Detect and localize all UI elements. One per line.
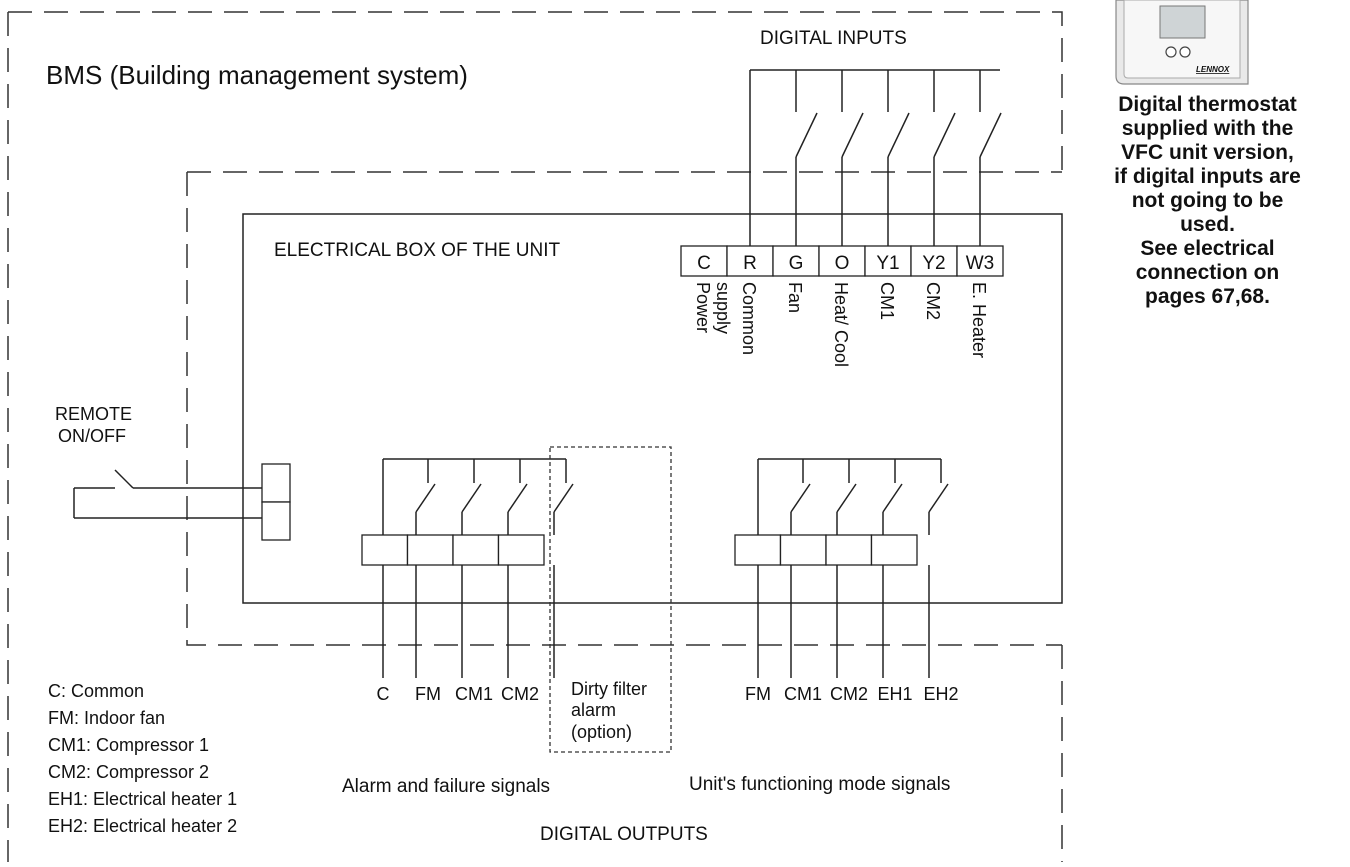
relay-box xyxy=(825,534,873,566)
remote-switch xyxy=(73,463,291,541)
thermostat-note: Digital thermostat supplied with the VFC… xyxy=(1075,93,1340,309)
bms-boundary xyxy=(7,11,1063,862)
digital-inputs-label: DIGITAL INPUTS xyxy=(760,28,907,49)
bms-title: BMS (Building management system) xyxy=(46,60,468,90)
terminal-box xyxy=(910,245,958,277)
remote-label-line1: REMOTE xyxy=(55,404,132,424)
terminal-label: W3 xyxy=(966,253,995,274)
mode-relays xyxy=(734,458,949,678)
relay-box xyxy=(779,534,827,566)
output-label: CM1 xyxy=(455,684,493,704)
dirty-filter-line3: (option) xyxy=(571,722,632,742)
output-label: EH2 xyxy=(923,684,958,704)
thermostat-note-line: if digital inputs are xyxy=(1114,165,1301,188)
terminal-box xyxy=(956,245,1004,277)
terminal-label: O xyxy=(835,253,850,274)
thermostat-note-line: See electrical xyxy=(1140,237,1275,260)
relay-box xyxy=(361,534,409,566)
legend-item: EH1: Electrical heater 1 xyxy=(48,789,237,809)
electrical-box xyxy=(242,213,1063,604)
thermostat-image: LENNOX xyxy=(1115,0,1249,85)
thermostat-note-line: not going to be xyxy=(1131,189,1284,212)
output-label: C xyxy=(377,684,390,704)
terminal-box xyxy=(680,245,728,277)
thermostat-note-line: Digital thermostat xyxy=(1118,93,1297,116)
output-label: FM xyxy=(415,684,441,704)
relay-box xyxy=(452,534,500,566)
terminal-description: Fan xyxy=(785,282,805,313)
output-labels: C FM CM1 CM2 FM CM1 CM2 EH1 EH2 xyxy=(377,684,959,704)
digital-outputs-label: DIGITAL OUTPUTS xyxy=(540,824,708,845)
relay-box xyxy=(497,534,545,566)
terminal-strip: C R G O Y1 Y2 W3 xyxy=(680,245,1004,277)
terminal-box xyxy=(726,245,774,277)
thermostat-note-line: pages 67,68. xyxy=(1145,285,1270,308)
mode-group-label: Unit's functioning mode signals xyxy=(689,774,950,795)
alarm-relays xyxy=(361,458,574,678)
relay-box xyxy=(734,534,782,566)
terminal-description: Common xyxy=(739,282,759,355)
terminal-label: R xyxy=(743,253,757,274)
dirty-filter-option-box xyxy=(549,446,672,753)
relay-box xyxy=(870,534,918,566)
electrical-box-label: ELECTRICAL BOX OF THE UNIT xyxy=(274,240,560,261)
thermostat-brand: LENNOX xyxy=(1196,65,1230,74)
terminal-box xyxy=(772,245,820,277)
thermostat-note-line: connection on xyxy=(1135,261,1280,284)
legend-item: CM2: Compressor 2 xyxy=(48,762,209,782)
terminal-description: E. Heater xyxy=(969,282,989,358)
legend-item: C: Common xyxy=(48,681,144,701)
terminal-label: C xyxy=(697,253,711,274)
digital-inputs-wiring xyxy=(749,69,1002,246)
output-label: CM1 xyxy=(784,684,822,704)
thermostat-note-line: VFC unit version, xyxy=(1121,141,1294,164)
terminal-description: CM2 xyxy=(923,282,943,320)
thermostat-note-line: used. xyxy=(1180,213,1235,236)
dirty-filter-line2: alarm xyxy=(571,700,616,720)
dirty-filter-line1: Dirty filter xyxy=(571,679,647,699)
unit-boundary xyxy=(186,171,1062,646)
legend-item: CM1: Compressor 1 xyxy=(48,735,209,755)
output-label: EH1 xyxy=(877,684,912,704)
terminal-box xyxy=(818,245,866,277)
relay-box xyxy=(406,534,454,566)
terminal-label: Y1 xyxy=(876,253,899,274)
terminal-description: Power xyxy=(693,282,713,333)
thermostat-note-line: supplied with the xyxy=(1121,117,1294,140)
legend-item: FM: Indoor fan xyxy=(48,708,165,728)
legend-item: EH2: Electrical heater 2 xyxy=(48,816,237,836)
alarm-group-label: Alarm and failure signals xyxy=(342,776,550,797)
terminal-description: supply xyxy=(713,282,733,334)
output-label: CM2 xyxy=(830,684,868,704)
output-label: FM xyxy=(745,684,771,704)
legend: C: Common FM: Indoor fan CM1: Compressor… xyxy=(48,681,237,836)
terminal-description: CM1 xyxy=(877,282,897,320)
remote-label-line2: ON/OFF xyxy=(58,426,126,446)
terminal-description: Heat/ Cool xyxy=(831,282,851,367)
output-label: CM2 xyxy=(501,684,539,704)
terminal-label: G xyxy=(789,253,804,274)
terminal-label: Y2 xyxy=(922,253,945,274)
